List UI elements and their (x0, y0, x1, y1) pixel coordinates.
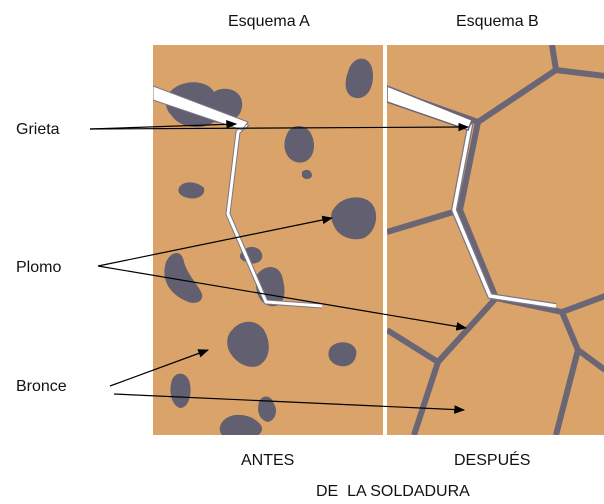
crack-label: Grieta (16, 122, 60, 138)
bronze-label: Bronce (16, 379, 67, 395)
lead-label: Plomo (16, 260, 61, 276)
scheme-b-title: Esquema B (456, 14, 539, 30)
before-label: ANTES (241, 453, 294, 469)
panel-after (387, 45, 604, 435)
panel-before (153, 45, 383, 438)
welding-caption: DE LA SOLDADURA (316, 484, 470, 500)
lead-inclusion (284, 126, 314, 163)
scheme-a-title: Esquema A (228, 14, 310, 30)
lead-inclusion (328, 342, 356, 366)
after-label: DESPUÉS (454, 453, 530, 469)
panel-divider (383, 45, 387, 435)
grain-boundary (552, 45, 556, 70)
